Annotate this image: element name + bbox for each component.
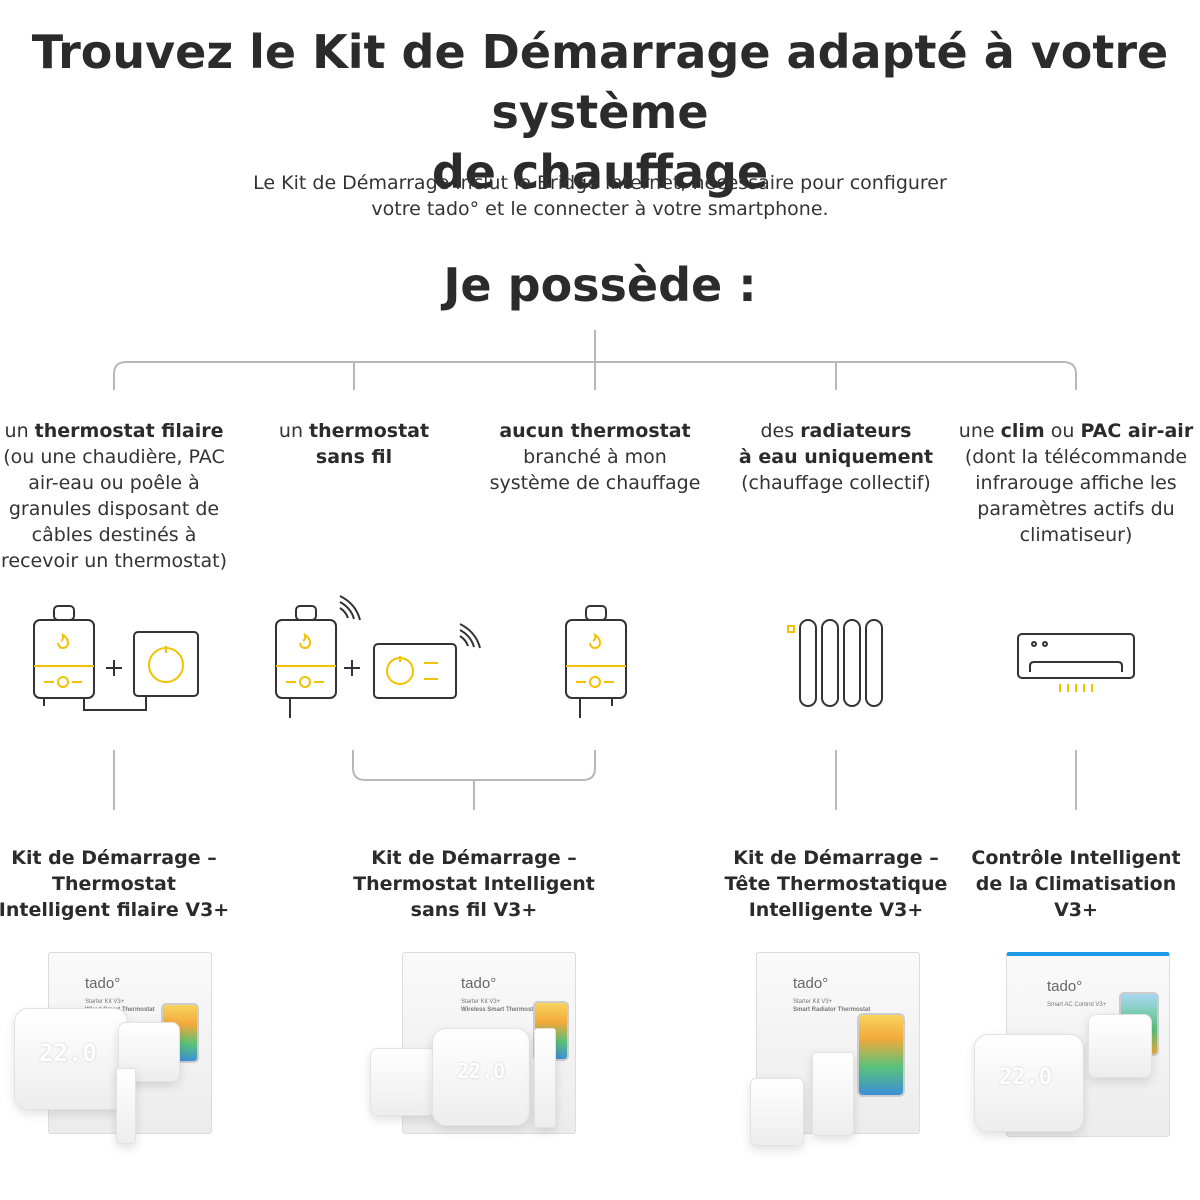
page-title-line-2: de chauffage — [431, 145, 769, 199]
thermostat-display: 22.0 — [457, 1059, 506, 1083]
option-wireless-thermostat: un thermostat sans fil — [234, 418, 474, 470]
brand-logo: tado° — [85, 975, 121, 992]
box-label: Starter Kit V3+ — [793, 999, 833, 1005]
subtitle-line-2: votre tado° et le connecter à votre smar… — [371, 198, 829, 220]
page-subtitle: Le Kit de Démarrage inclut le Bridge Int… — [200, 170, 1000, 222]
thermostat-device: 22.0 — [14, 1008, 128, 1110]
option-line: granules disposant de — [8, 498, 220, 520]
product-image-wired-kit[interactable]: tado° Starter Kit V3+ Wired Smart Thermo… — [14, 952, 212, 1144]
option-air-conditioner: une clim ou PAC air-air (dont la télécom… — [956, 418, 1196, 548]
air-conditioner-icon — [1017, 633, 1135, 692]
product-image-ac-kit[interactable]: tado° Smart AC Control V3+ 22.0 — [974, 952, 1170, 1137]
bridge-device — [116, 1068, 136, 1144]
subtitle-line-1: Le Kit de Démarrage inclut le Bridge Int… — [253, 172, 947, 194]
option-line: une clim ou PAC air-air — [958, 420, 1194, 442]
secondary-device — [1088, 1014, 1152, 1078]
bridge-device — [534, 1028, 556, 1128]
ac-control-device: 22.0 — [974, 1034, 1084, 1132]
page-title: Trouvez le Kit de Démarrage adapté à vot… — [0, 22, 1200, 202]
option-water-radiators: des radiateurs à eau uniquement (chauffa… — [716, 418, 956, 496]
option-line: à eau uniquement — [738, 446, 934, 468]
brand-logo: tado° — [1047, 978, 1083, 995]
product-image-radiator-kit[interactable]: tado° Starter Kit V3+ Smart Radiator The… — [750, 952, 920, 1146]
boiler-icon — [565, 605, 627, 718]
kit-title-wireless[interactable]: Kit de Démarrage –Thermostat Intelligent… — [353, 847, 595, 921]
option-line: un thermostat — [278, 420, 430, 442]
connector-kit-2-bracket — [352, 750, 596, 781]
radiator-head-device — [750, 1078, 804, 1146]
option-line: sans fil — [315, 446, 393, 468]
thermostat-device: 22.0 — [432, 1028, 530, 1126]
option-line: air-eau ou poêle à — [28, 472, 200, 494]
brand-logo: tado° — [461, 975, 497, 992]
thermostat-display: 22.0 — [39, 1039, 97, 1067]
option-line: (ou une chaudière, PAC — [3, 446, 225, 468]
phone-image — [857, 1013, 905, 1097]
option-line: (chauffage collectif) — [741, 472, 931, 494]
radiator-icon — [787, 619, 883, 707]
box-label: Starter Kit V3+ — [461, 999, 501, 1005]
option-line: système de chauffage — [489, 472, 701, 494]
brand-logo: tado° — [793, 975, 829, 992]
option-line: infrarouge affiche les — [975, 472, 1177, 494]
option-line: aucun thermostat — [499, 420, 691, 442]
option-line: des radiateurs — [760, 420, 912, 442]
option-line: paramètres actifs du — [977, 498, 1175, 520]
option-line: recevoir un thermostat) — [1, 550, 227, 572]
section-heading: Je possède : — [443, 258, 757, 312]
option-line: câbles destinés à — [31, 524, 197, 546]
option-line: climatiseur) — [1019, 524, 1133, 546]
bridge-device — [812, 1052, 854, 1136]
box-label: Wireless Smart Thermostat — [461, 1007, 539, 1013]
wired-thermostat-boiler-icon — [33, 605, 199, 711]
option-line: (dont la télécommande — [964, 446, 1188, 468]
thermostat-display: 22.0 — [999, 1065, 1052, 1090]
option-wired-thermostat: un thermostat filaire (ou une chaudière,… — [0, 418, 234, 574]
box-label: Smart Radiator Thermostat — [793, 1007, 871, 1013]
page-title-line-1: Trouvez le Kit de Démarrage adapté à vot… — [31, 25, 1169, 139]
option-line: branché à mon — [523, 446, 667, 468]
product-image-wireless-kit[interactable]: tado° Starter Kit V3+ Wireless Smart The… — [370, 952, 576, 1134]
receiver-device — [370, 1048, 436, 1116]
option-no-thermostat: aucun thermostat branché à mon système d… — [475, 418, 715, 496]
box-label: Smart AC Control V3+ — [1047, 1002, 1107, 1008]
option-line: un thermostat filaire — [4, 420, 224, 442]
box-label: Starter Kit V3+ — [85, 999, 125, 1005]
wireless-thermostat-boiler-icon — [275, 595, 481, 718]
